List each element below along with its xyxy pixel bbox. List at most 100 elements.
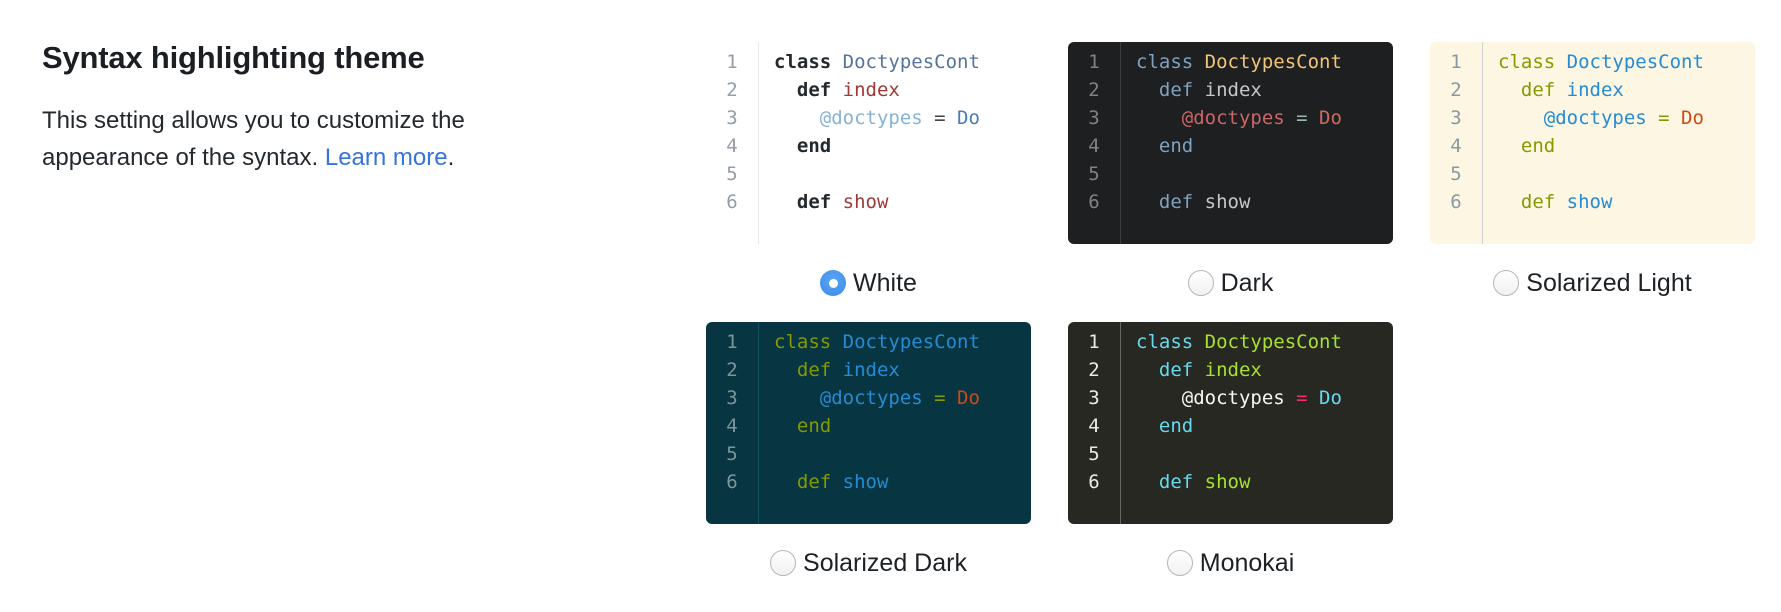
line-number: 2: [1450, 79, 1462, 101]
line-number: 3: [1088, 107, 1100, 129]
code-token: class: [1136, 51, 1194, 73]
theme-radio-solarized-light[interactable]: Solarized Light: [1430, 266, 1755, 300]
line-number: 3: [726, 387, 738, 409]
code-token: def: [796, 471, 832, 493]
code-token: =: [1658, 107, 1670, 129]
line-number: 4: [1450, 135, 1462, 157]
code-token: Do: [957, 107, 980, 129]
description-period: .: [447, 144, 455, 171]
code-token: @doctypes: [1181, 107, 1285, 129]
line-number: 5: [726, 163, 738, 185]
line-number: 5: [726, 443, 738, 465]
code-token: DoctypesCont: [842, 51, 980, 73]
code-token: show: [1204, 471, 1251, 493]
line-number-gutter: 1 2 3 4 5 6: [1430, 42, 1483, 244]
code-token: Do: [1681, 107, 1704, 129]
code-token: Do: [957, 387, 980, 409]
line-number: 1: [1450, 51, 1462, 73]
code-token: end: [796, 415, 832, 437]
code-token: index: [1204, 79, 1262, 101]
code-token: def: [796, 359, 832, 381]
description-line-2: appearance of the syntax.: [42, 144, 325, 171]
code-token: @doctypes: [1543, 107, 1647, 129]
code-token: class: [1498, 51, 1556, 73]
line-number: 2: [1088, 79, 1100, 101]
line-number: 1: [1088, 331, 1100, 353]
code-token: end: [1520, 135, 1556, 157]
line-number: 4: [1088, 135, 1100, 157]
code-token: show: [1566, 191, 1613, 213]
code-token: =: [1296, 387, 1308, 409]
line-number: 5: [1450, 163, 1462, 185]
line-number: 6: [1088, 471, 1100, 493]
settings-section-intro: Syntax highlighting theme This setting a…: [42, 38, 662, 176]
radio-button[interactable]: [1493, 270, 1520, 296]
radio-button[interactable]: [1187, 270, 1214, 296]
theme-radio-solarized-dark[interactable]: Solarized Dark: [706, 546, 1031, 580]
page-title: Syntax highlighting theme: [42, 40, 425, 75]
line-number: 5: [1088, 163, 1100, 185]
radio-button-selected[interactable]: [820, 270, 847, 296]
code-token: DoctypesCont: [842, 331, 980, 353]
line-number: 2: [1088, 359, 1100, 381]
line-number: 6: [726, 191, 738, 213]
code-token: def: [1520, 191, 1556, 213]
line-number: 4: [1088, 415, 1100, 437]
line-number: 6: [1450, 191, 1462, 213]
code-token: def: [1158, 79, 1194, 101]
code-token: class: [774, 51, 832, 73]
theme-radio-dark[interactable]: Dark: [1068, 266, 1393, 300]
code-token: =: [1296, 107, 1308, 129]
radio-label: Monokai: [1199, 548, 1295, 577]
code-token: @doctypes: [1181, 387, 1285, 409]
radio-label: Dark: [1220, 268, 1274, 297]
code-token: def: [1158, 359, 1194, 381]
theme-radio-white[interactable]: White: [706, 266, 1031, 300]
line-number-gutter: 1 2 3 4 5 6: [706, 322, 759, 524]
line-number: 2: [726, 359, 738, 381]
code-token: def: [1520, 79, 1556, 101]
code-token: index: [842, 359, 900, 381]
code-token: @doctypes: [819, 387, 923, 409]
code-token: =: [934, 107, 946, 129]
section-description: This setting allows you to customize the…: [42, 102, 662, 176]
line-number: 2: [726, 79, 738, 101]
code-token: index: [842, 79, 900, 101]
line-number: 1: [726, 331, 738, 353]
code-token: def: [1158, 191, 1194, 213]
line-number: 5: [1088, 443, 1100, 465]
code-token: show: [842, 471, 889, 493]
radio-button[interactable]: [770, 550, 797, 576]
learn-more-link[interactable]: Learn more: [324, 144, 448, 171]
code-token: DoctypesCont: [1204, 331, 1342, 353]
radio-label: Solarized Light: [1526, 268, 1692, 297]
line-number: 3: [1088, 387, 1100, 409]
radio-label: White: [853, 268, 917, 297]
code-token: DoctypesCont: [1566, 51, 1704, 73]
code-token: def: [796, 79, 832, 101]
line-number-gutter: 1 2 3 4 5 6: [1068, 322, 1121, 524]
line-number: 4: [726, 135, 738, 157]
description-line-1: This setting allows you to customize the: [42, 107, 465, 134]
radio-button[interactable]: [1166, 550, 1193, 576]
radio-label: Solarized Dark: [803, 548, 967, 577]
theme-radio-monokai[interactable]: Monokai: [1068, 546, 1393, 580]
line-number: 6: [726, 471, 738, 493]
line-number: 3: [726, 107, 738, 129]
line-number: 1: [726, 51, 738, 73]
code-token: show: [842, 191, 889, 213]
